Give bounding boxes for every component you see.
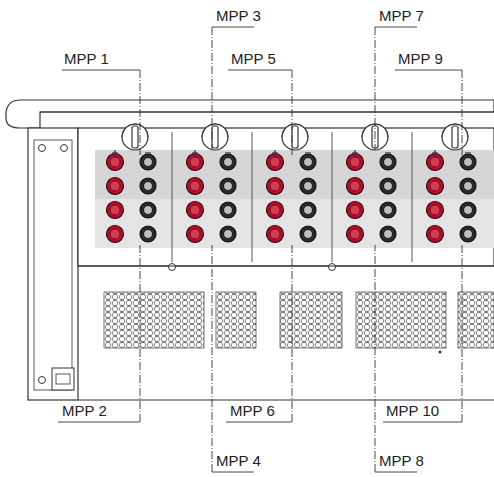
dc-connectors (95, 150, 494, 246)
callout-label: MPP 6 (229, 402, 276, 420)
callout-label: MPP 8 (378, 452, 425, 470)
callout-label: MPP 10 (385, 402, 440, 420)
polarity-marks (112, 150, 471, 156)
callout-label: MPP 4 (215, 452, 262, 470)
callout-label: MPP 2 (61, 402, 108, 420)
callout-label: MPP 5 (230, 50, 277, 68)
dc-disconnect-knobs (122, 124, 468, 150)
callout-label: MPP 3 (215, 7, 262, 25)
callout-label: MPP 7 (378, 7, 425, 25)
leader-lines (58, 27, 462, 472)
callout-label: MPP 9 (397, 50, 444, 68)
vent-grilles (104, 292, 494, 354)
callout-label: MPP 1 (63, 50, 110, 68)
housing (6, 100, 494, 400)
